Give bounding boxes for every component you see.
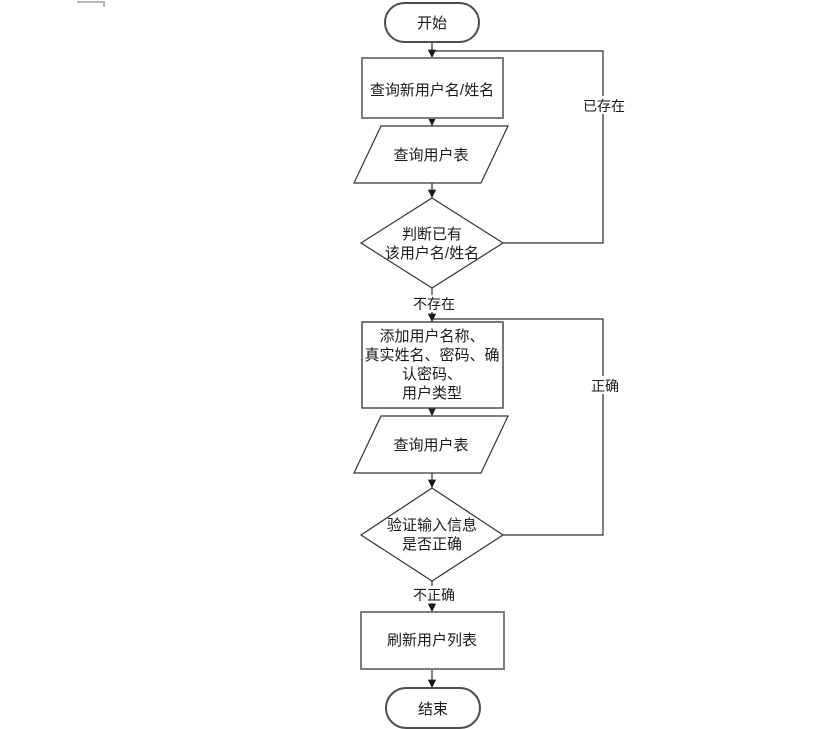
- node-validate-input: 验证输入信息 是否正确: [359, 487, 505, 582]
- add-user-info-label-line3: 认密码、: [402, 366, 462, 383]
- validate-input-label-line2: 是否正确: [402, 536, 462, 553]
- start-label: 开始: [417, 15, 447, 32]
- check-existing-label-line2: 该用户名/姓名: [385, 245, 479, 262]
- end-terminal-shape[interactable]: [385, 687, 481, 729]
- page-artifact-line: [77, 1, 105, 7]
- edge-label-text: 正确: [591, 378, 619, 394]
- edge-label-correct: 正确: [588, 376, 622, 394]
- node-refresh-user-list: 刷新用户列表: [360, 611, 505, 670]
- edge-label-text: 已存在: [583, 98, 625, 114]
- connector-loop-correct: [433, 318, 604, 536]
- edge-label-bg: [410, 295, 457, 312]
- add-user-info-label-line4: 用户类型: [402, 385, 462, 402]
- query-new-user-label: 查询新用户名/姓名: [370, 82, 494, 99]
- edge-label-bg: [410, 586, 457, 603]
- start-terminal-shape[interactable]: [384, 2, 480, 43]
- query-user-table-1-label: 查询用户表: [393, 147, 468, 164]
- validate-input-shape[interactable]: [359, 487, 505, 582]
- add-user-info-shape[interactable]: [361, 321, 504, 409]
- node-check-existing: 判断已有 该用户名/姓名: [359, 197, 505, 289]
- connector-loop-already-exists: [433, 50, 604, 244]
- node-query-new-user: 查询新用户名/姓名: [361, 57, 504, 119]
- edge-label-bg: [581, 96, 627, 114]
- query-user-table-2-label: 查询用户表: [393, 437, 468, 454]
- node-start: 开始: [384, 2, 480, 43]
- validate-input-label-line1: 验证输入信息: [387, 517, 477, 534]
- node-query-user-table-1: 查询用户表: [353, 125, 509, 184]
- edge-label-bg: [588, 376, 622, 394]
- query-new-user-shape[interactable]: [361, 57, 504, 119]
- node-add-user-info: 添加用户名称、 真实姓名、密码、确 认密码、 用户类型: [361, 321, 504, 409]
- refresh-user-list-shape[interactable]: [360, 611, 505, 670]
- end-label: 结束: [418, 701, 448, 718]
- edge-label-incorrect: 不正确: [410, 586, 457, 603]
- refresh-user-list-label: 刷新用户列表: [387, 632, 477, 649]
- edge-label-not-exists: 不存在: [410, 295, 457, 312]
- edge-label-text: 不存在: [413, 296, 455, 312]
- add-user-info-label-line2: 真实姓名、密码、确: [364, 346, 499, 364]
- edge-label-text: 不正确: [413, 587, 455, 603]
- check-existing-label-line1: 判断已有: [402, 226, 462, 243]
- check-existing-shape[interactable]: [359, 197, 505, 289]
- query-user-table-2-shape[interactable]: [353, 415, 509, 474]
- add-user-info-label-line1: 添加用户名称、: [379, 328, 484, 345]
- edge-label-already-exists: 已存在: [581, 96, 627, 114]
- node-end: 结束: [385, 687, 481, 729]
- query-user-table-1-shape[interactable]: [353, 125, 509, 184]
- node-query-user-table-2: 查询用户表: [353, 415, 509, 474]
